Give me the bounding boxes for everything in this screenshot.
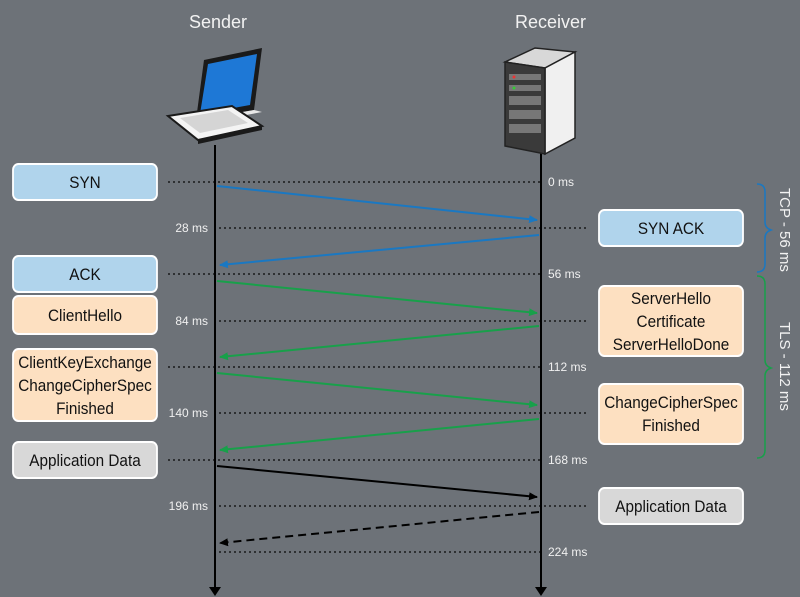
phase-braces [756, 183, 774, 459]
time-guides [168, 181, 588, 553]
receiver-application-data-box: Application Data [598, 487, 744, 525]
message-arrows [216, 185, 540, 547]
server-icon [502, 47, 578, 156]
syn-ack-arrow [219, 234, 540, 269]
app-data-response-arrow [219, 511, 540, 547]
receiver-label: Receiver [515, 12, 587, 32]
client-hello-arrow [216, 280, 538, 317]
server-finished-arrow [219, 418, 540, 454]
time-label: 168 ms [548, 453, 588, 467]
ack-box: ACK [12, 255, 158, 293]
sender-label: Sender [189, 12, 248, 32]
laptop-icon [165, 48, 265, 144]
time-label: 196 ms [168, 499, 208, 513]
server-hello-box: ServerHello Certificate ServerHelloDone [598, 285, 744, 357]
app-data-request-arrow [216, 465, 538, 501]
lifelines [209, 145, 547, 596]
time-label: 112 ms [548, 360, 587, 374]
time-label: 84 ms [175, 314, 208, 328]
server-hello-arrow [219, 325, 540, 361]
client-key-exchange-box: ClientKeyExchange ChangeCipherSpec Finis… [12, 348, 158, 422]
client-finished-arrow [216, 372, 538, 409]
time-label: 56 ms [548, 267, 581, 281]
time-label: 140 ms [168, 406, 208, 420]
time-label: 224 ms [548, 545, 588, 559]
tcp-brace [756, 183, 774, 273]
time-label: 28 ms [175, 221, 208, 235]
syn-ack-box: SYN ACK [598, 209, 744, 247]
tcp-phase-label: TCP - 56 ms [776, 188, 793, 272]
time-label: 0 ms [548, 175, 575, 189]
server-finished-box: ChangeCipherSpec Finished [598, 383, 744, 445]
tls-brace [756, 275, 774, 459]
client-hello-box: ClientHello [12, 295, 158, 335]
syn-box: SYN [12, 163, 158, 201]
sender-application-data-box: Application Data [12, 441, 158, 479]
syn-arrow [216, 185, 538, 224]
tls-phase-label: TLS - 112 ms [776, 322, 793, 411]
